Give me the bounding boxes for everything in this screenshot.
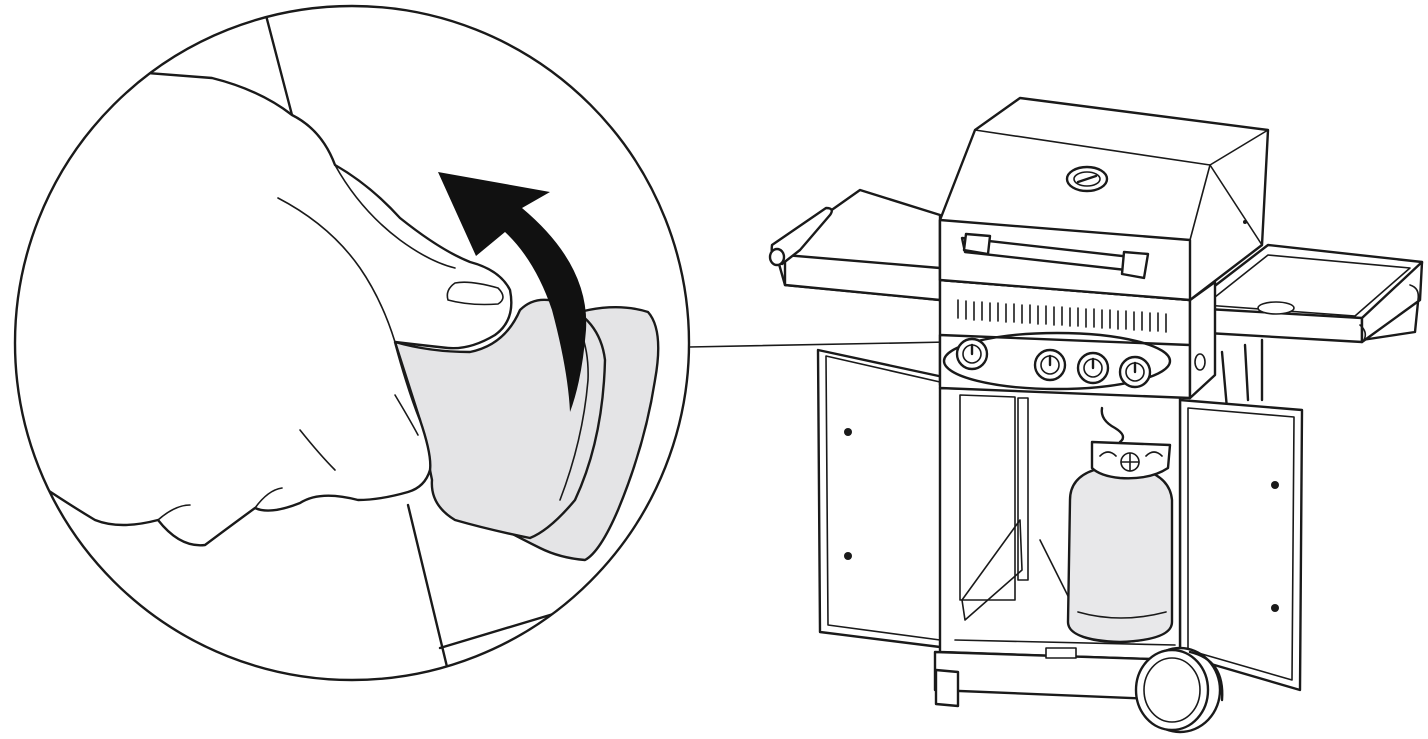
knuckle-line-1 (299, 429, 336, 471)
rotation-arrow-icon (438, 172, 587, 412)
door-screw (844, 428, 852, 436)
control-highlight-ellipse (942, 331, 1172, 391)
door-screw (1271, 481, 1279, 489)
door-screw (1271, 604, 1279, 612)
left-door (816, 348, 950, 650)
panel-seam-top (260, 6, 294, 117)
gas-hose (1100, 406, 1125, 444)
zoom-callout (13, 4, 949, 682)
zoomed-knob-front (393, 298, 607, 540)
lid-thermometer (1065, 165, 1109, 193)
control-knob (1118, 355, 1152, 389)
front-leg (934, 668, 960, 708)
thumbnail (446, 281, 504, 306)
control-knob (1033, 348, 1067, 382)
left-side-shelf (768, 188, 942, 302)
vent-slots (957, 299, 1167, 333)
finger-line-2 (334, 164, 456, 269)
control-knob (955, 337, 989, 371)
gas-tank (1066, 406, 1174, 644)
finger-line-1 (277, 197, 396, 343)
right-side-shelf (1188, 243, 1424, 344)
grill-body (938, 278, 1217, 400)
knuckle-line-2 (394, 394, 419, 436)
finger-crease-2 (157, 504, 191, 521)
door-screw (844, 552, 852, 560)
hand (15, 58, 513, 547)
grill-lid (938, 96, 1270, 302)
tank-bracket (1045, 647, 1077, 659)
gas-grill (768, 96, 1424, 734)
right-door (1178, 398, 1304, 692)
panel-edge-bottom (438, 610, 562, 650)
lid-handle (960, 232, 1150, 280)
zoom-circle (13, 4, 691, 682)
control-knob (1076, 351, 1110, 385)
finger-crease-1 (254, 487, 283, 509)
callout-leader-line (688, 341, 949, 348)
cart-wheel (1134, 646, 1224, 734)
side-burner (1257, 301, 1295, 315)
